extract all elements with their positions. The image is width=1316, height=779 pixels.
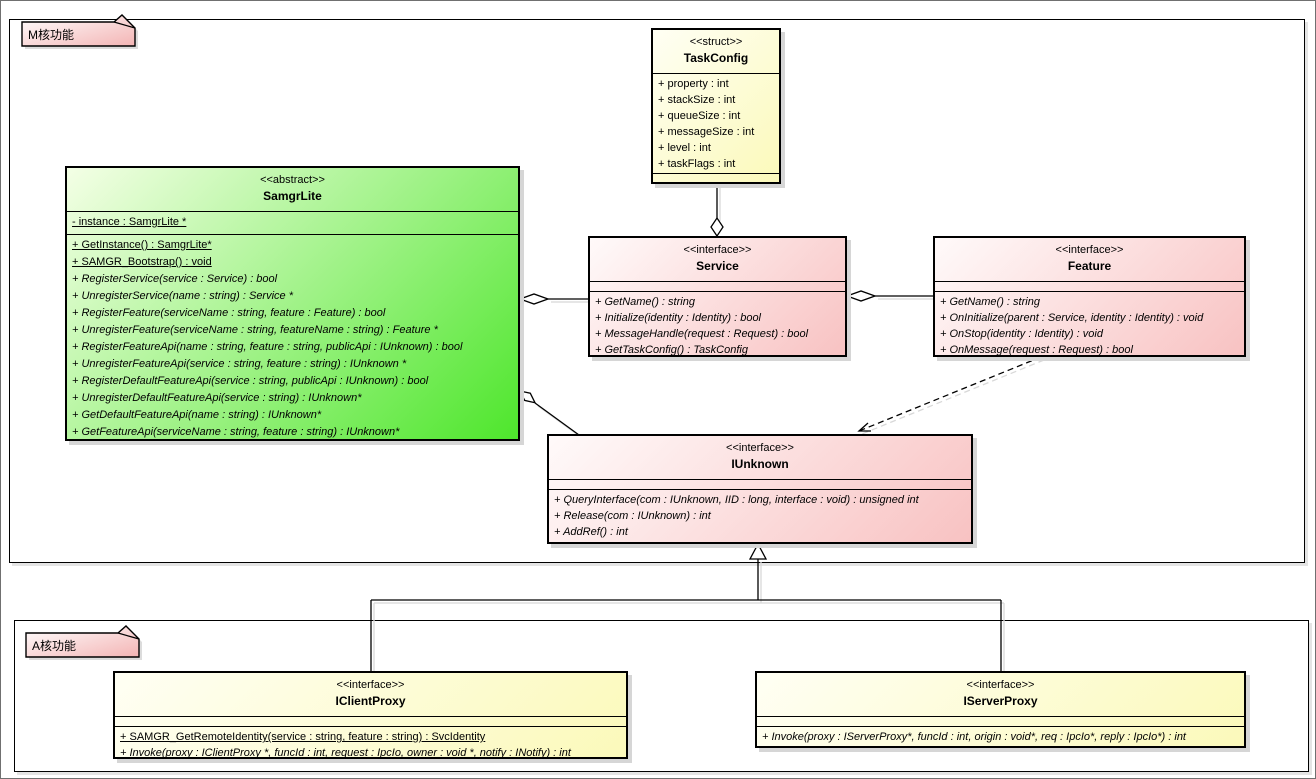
class-name: TaskConfig [683,51,749,65]
member-row: + GetName() : string [595,296,695,308]
member-row: + Invoke(proxy : IClientProxy *, funcId … [120,747,571,757]
class-service: <<interface>> Service + GetName() : stri… [588,236,847,357]
class-header: <<interface>> IServerProxy [757,673,1244,717]
note-fold-icon [113,21,136,29]
class-iclientproxy: <<interface>> IClientProxy + SAMGR_GetRe… [113,671,628,759]
member-row: + OnMessage(request : Request) : bool [940,344,1133,355]
methods-compartment: + Invoke(proxy : IServerProxy*, funcId :… [757,727,1244,746]
member-row: + Initialize(identity : Identity) : bool [595,312,761,324]
member-row: + level : int [658,142,711,154]
methods-compartment [653,174,779,182]
member-row: + RegisterService(service : Service) : b… [72,273,278,285]
member-row: + OnStop(identity : Identity) : void [940,328,1103,340]
methods-compartment: + GetName() : string + Initialize(identit… [590,292,845,355]
class-name: IClientProxy [335,694,406,708]
member-row: + RegisterFeature(serviceName : string, … [72,307,386,319]
member-row: + UnregisterDefaultFeatureApi(service : … [72,392,362,404]
attributes-compartment [757,717,1244,727]
note-label: A核功能 [32,639,76,653]
member-row: + GetDefaultFeatureApi(name : string) : … [72,409,322,421]
member-row: + UnregisterService(name : string) : Ser… [72,290,293,302]
class-iunknown: <<interface>> IUnknown + QueryInterface(… [547,434,973,544]
note-fold-icon [117,632,140,640]
class-header: <<interface>> IUnknown [549,436,971,480]
stereotype-label: <<interface>> [336,679,405,691]
member-row: + Release(com : IUnknown) : int [554,510,711,522]
class-name: IServerProxy [963,694,1038,708]
attributes-compartment: - instance : SamgrLite * [67,212,518,235]
member-row: + taskFlags : int [658,158,736,170]
stereotype-label: <<abstract>> [260,174,325,186]
member-row: + AddRef() : int [554,526,628,538]
methods-compartment: + SAMGR_GetRemoteIdentity(service : stri… [115,727,626,757]
stereotype-label: <<struct>> [689,36,743,48]
member-row: + GetInstance() : SamgrLite* [72,239,212,251]
member-row: + stackSize : int [658,94,736,106]
member-row: + RegisterFeatureApi(name : string, feat… [72,341,463,353]
member-row: + UnregisterFeature(serviceName : string… [72,324,438,336]
stereotype-label: <<interface>> [726,442,794,454]
member-row: + OnInitialize(parent : Service, identit… [940,312,1204,324]
class-header: <<abstract>> SamgrLite [67,168,518,212]
member-row: + QueryInterface(com : IUnknown, IID : l… [554,494,919,506]
member-row: + RegisterDefaultFeatureApi(service : st… [72,375,429,387]
attributes-compartment [115,717,626,727]
attributes-compartment: + property : int + stackSize : int + queue… [653,74,779,174]
note-m-core: M核功能 [21,14,138,49]
member-row: + GetFeatureApi(serviceName : string, fe… [72,426,400,438]
member-row: - instance : SamgrLite * [72,216,187,228]
class-iserverproxy: <<interface>> IServerProxy + Invoke(prox… [755,671,1246,748]
class-name: SamgrLite [263,189,322,203]
member-row: + MessageHandle(request : Request) : boo… [595,328,809,340]
attributes-compartment [935,282,1244,292]
class-header: <<struct>> TaskConfig [653,30,779,74]
class-taskconfig: <<struct>> TaskConfig + property : int+ … [651,28,781,184]
note-a-core: A核功能 [25,625,142,660]
stereotype-label: <<interface>> [683,244,752,256]
class-header: <<interface>> IClientProxy [115,673,626,717]
member-row: + SAMGR_GetRemoteIdentity(service : stri… [120,731,486,743]
class-name: Feature [1067,259,1112,273]
member-row: + GetName() : string [940,296,1040,308]
attributes-compartment [590,282,845,292]
member-row: + property : int [658,78,729,90]
member-row: + messageSize : int [658,126,755,138]
class-feature: <<interface>> Feature + GetName() : stri… [933,236,1246,357]
stereotype-label: <<interface>> [966,679,1035,691]
class-samgrlite: <<abstract>> SamgrLite - instance : Samg… [65,166,520,441]
stereotype-label: <<interface>> [1055,244,1124,256]
class-name: Service [696,259,739,273]
member-row: + queueSize : int [658,110,741,122]
member-row: + GetTaskConfig() : TaskConfig [595,344,748,355]
member-row: + Invoke(proxy : IServerProxy*, funcId :… [762,731,1186,743]
class-header: <<interface>> Service [590,238,845,282]
methods-compartment: + GetInstance() : SamgrLite* + SAMGR_Boot… [67,235,518,439]
attributes-compartment [549,480,971,490]
methods-compartment: + QueryInterface(com : IUnknown, IID : l… [549,490,971,542]
member-row: + UnregisterFeatureApi(service : string,… [72,358,407,370]
note-label: M核功能 [28,28,74,42]
class-header: <<interface>> Feature [935,238,1244,282]
class-name: IUnknown [731,457,789,471]
methods-compartment: + GetName() : string + OnInitialize(paren… [935,292,1244,355]
member-row: + SAMGR_Bootstrap() : void [72,256,212,268]
